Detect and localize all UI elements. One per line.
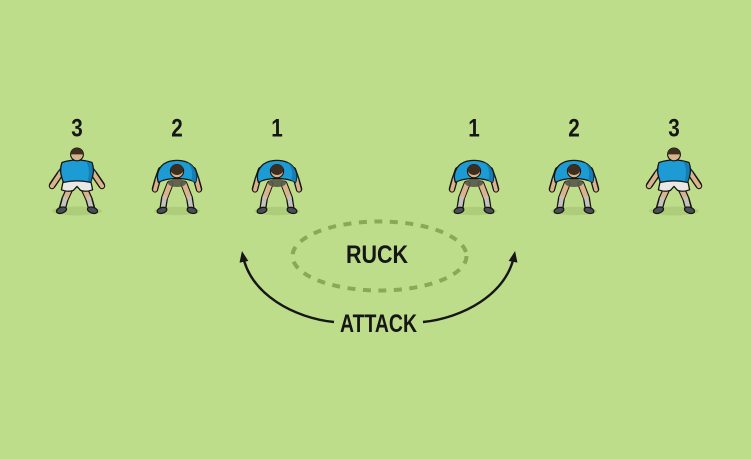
ruck-label: RUCK <box>346 241 408 269</box>
player-number-label: 3 <box>668 115 680 143</box>
players-layer: 3 2 1 1 2 3 <box>49 115 701 216</box>
attack-annotation: ATTACK <box>239 251 518 338</box>
attack-arrow-left <box>239 251 335 324</box>
ruck-zone: RUCK <box>290 219 469 293</box>
player-number-label: 1 <box>271 115 283 143</box>
ruck-ellipse <box>290 219 469 293</box>
player-figure-bent <box>253 160 302 215</box>
player-figure-bent <box>550 160 599 215</box>
player-number-label: 3 <box>71 115 83 143</box>
player-number-label: 2 <box>568 115 580 143</box>
player-figure-upright <box>646 148 701 216</box>
player-figure-bent <box>153 160 202 215</box>
attack-label: ATTACK <box>340 310 417 338</box>
player-figure-upright <box>49 148 104 216</box>
player-figure-bent <box>450 160 499 215</box>
player-number-label: 2 <box>171 115 183 143</box>
attack-arrow-right <box>422 251 518 324</box>
player-number-label: 1 <box>468 115 480 143</box>
